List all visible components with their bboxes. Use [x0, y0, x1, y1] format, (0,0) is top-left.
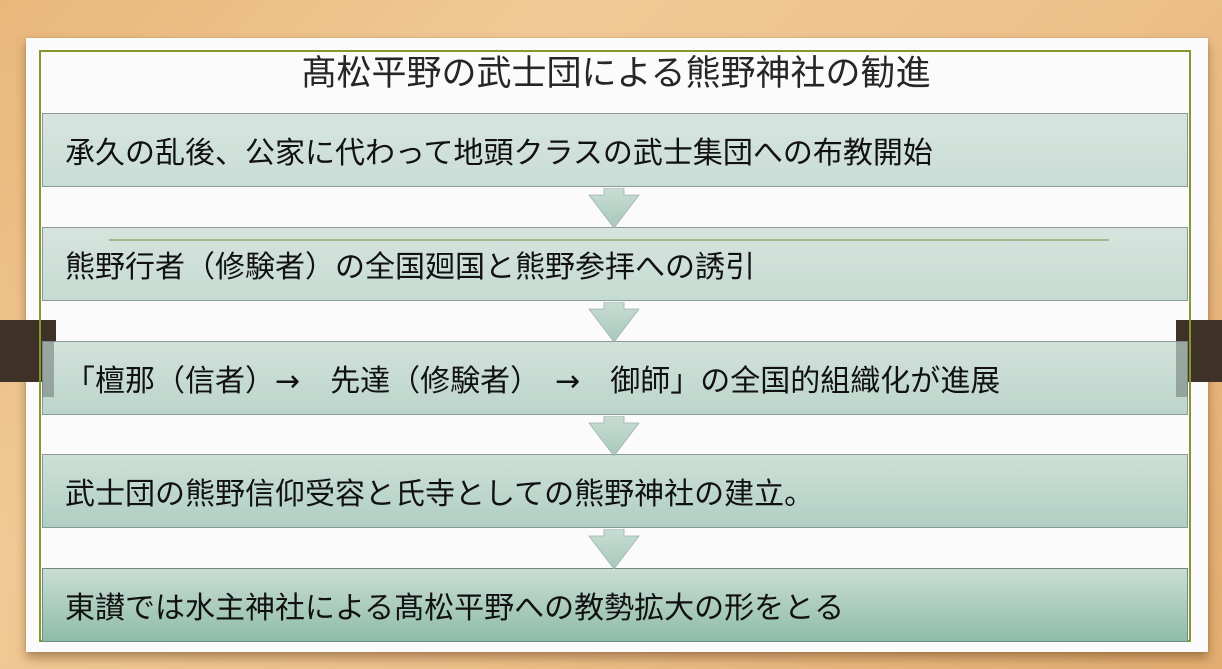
down-arrow-icon	[588, 416, 640, 456]
down-arrow-icon	[588, 529, 640, 569]
down-arrow-icon	[588, 302, 640, 342]
accent-line	[109, 239, 1109, 241]
slide-title: 髙松平野の武士団による熊野神社の勧進	[301, 54, 931, 94]
flow-step-3: 「檀那（信者）→ 先達（修験者） → 御師」の全国的組織化が進展	[42, 341, 1188, 415]
flow-step-4: 武士団の熊野信仰受容と氏寺としての熊野神社の建立。	[42, 454, 1188, 528]
clip-tab-right	[1176, 341, 1188, 397]
clip-tab-left	[42, 341, 54, 397]
flow-step-1: 承久の乱後、公家に代わって地頭クラスの武士集団への布教開始	[42, 113, 1188, 187]
down-arrow-icon	[588, 188, 640, 228]
flow-step-5: 東讃では水主神社による髙松平野への教勢拡大の形をとる	[42, 568, 1188, 642]
